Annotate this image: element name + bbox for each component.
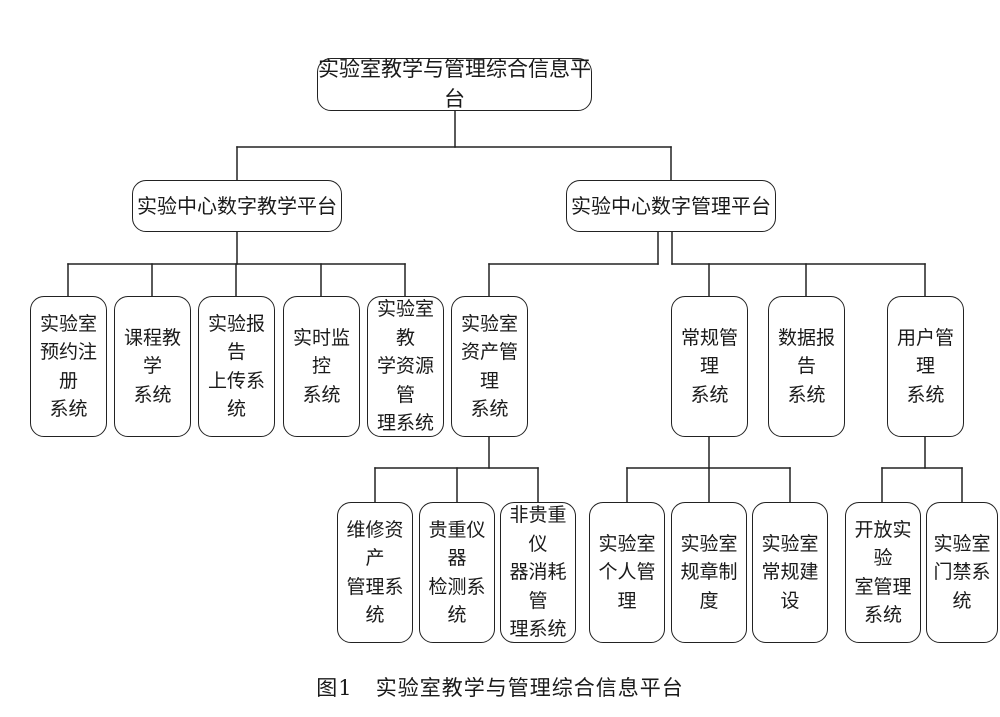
teaching-child-node: 课程教学 系统	[114, 296, 191, 437]
management-child-label: 数据报告 系统	[777, 326, 835, 406]
asset-child-label: 维修资产 管理系统	[346, 518, 404, 627]
teaching-child-node: 实时监控 系统	[283, 296, 360, 437]
figure-number: 图1	[316, 676, 353, 700]
teaching-child-label: 实验室 预约注册 系统	[39, 312, 97, 421]
management-child-label: 常规管理 系统	[680, 326, 738, 406]
management-child-node: 实验室 资产管理 系统	[451, 296, 528, 437]
root-node: 实验室教学与管理综合信息平台	[317, 57, 592, 111]
asset-child-label: 非贵重仪 器消耗管 理系统	[509, 504, 567, 641]
asset-child-node: 维修资产 管理系统	[337, 502, 413, 643]
management-child-node: 常规管理 系统	[671, 296, 748, 437]
teaching-child-node: 实验报告 上传系统	[198, 296, 275, 437]
asset-child-node: 贵重仪器 检测系统	[419, 502, 495, 643]
management-child-node: 用户管理 系统	[887, 296, 964, 437]
routine-child-label: 实验室 规章制度	[680, 532, 738, 612]
figure-title: 实验室教学与管理综合信息平台	[375, 676, 684, 700]
teaching-child-node: 实验室教 学资源管 理系统	[367, 296, 444, 437]
root-label: 实验室教学与管理综合信息平台	[318, 56, 591, 111]
asset-child-node: 非贵重仪 器消耗管 理系统	[500, 502, 576, 643]
management-child-label: 用户管理 系统	[896, 326, 954, 406]
teaching-child-label: 课程教学 系统	[123, 326, 181, 406]
teaching-child-label: 实验室教 学资源管 理系统	[376, 298, 434, 435]
user-child-label: 开放实验 室管理 系统	[854, 518, 912, 627]
user-child-node: 实验室 门禁系统	[926, 502, 998, 643]
teaching-child-label: 实时监控 系统	[292, 326, 350, 406]
user-child-label: 实验室 门禁系统	[933, 532, 991, 612]
figure-caption: 图1 实验室教学与管理综合信息平台	[0, 672, 1000, 702]
management-child-node: 数据报告 系统	[768, 296, 845, 437]
routine-child-label: 实验室 常规建设	[761, 532, 819, 612]
management-child-label: 实验室 资产管理 系统	[460, 312, 518, 421]
teaching-platform-label: 实验中心数字教学平台	[137, 193, 337, 218]
routine-child-node: 实验室 个人管理	[589, 502, 665, 643]
asset-child-label: 贵重仪器 检测系统	[428, 518, 486, 627]
routine-child-node: 实验室 规章制度	[671, 502, 747, 643]
teaching-child-label: 实验报告 上传系统	[207, 312, 265, 421]
management-platform-node: 实验中心数字管理平台	[566, 180, 776, 232]
teaching-child-node: 实验室 预约注册 系统	[30, 296, 107, 437]
management-platform-label: 实验中心数字管理平台	[571, 193, 771, 218]
routine-child-node: 实验室 常规建设	[752, 502, 828, 643]
routine-child-label: 实验室 个人管理	[598, 532, 656, 612]
user-child-node: 开放实验 室管理 系统	[845, 502, 921, 643]
teaching-platform-node: 实验中心数字教学平台	[132, 180, 342, 232]
